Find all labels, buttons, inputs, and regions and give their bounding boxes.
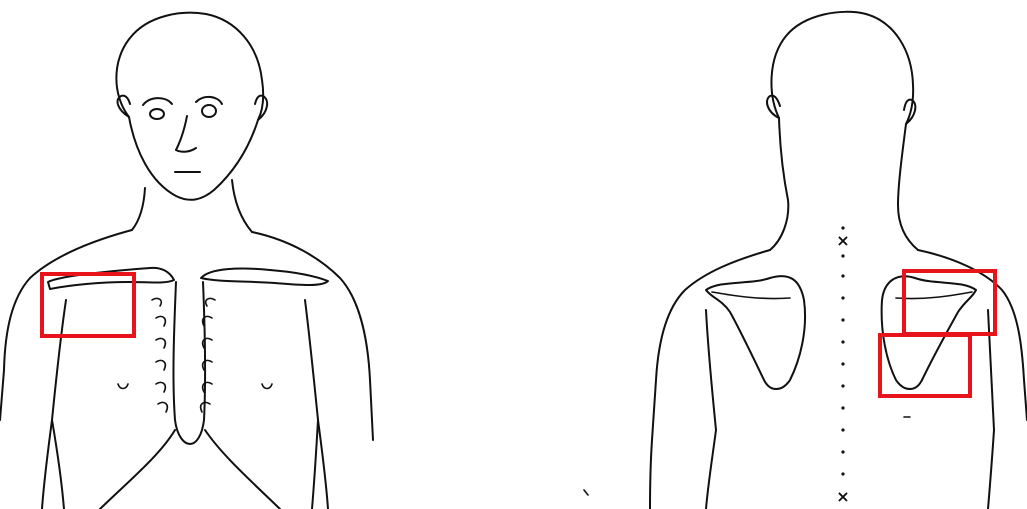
back-left-arm-inner	[706, 310, 716, 430]
front-neck-left	[132, 188, 145, 230]
spine-marker-upper: ×	[836, 231, 849, 250]
back-left-scapula-spine	[712, 292, 790, 299]
highlight-back-upper-scapula	[904, 271, 995, 334]
back-neck-left	[770, 118, 788, 250]
front-jaw	[129, 117, 258, 200]
front-sternum	[173, 282, 205, 444]
front-head-outline	[116, 13, 263, 120]
front-neck-right	[232, 180, 252, 232]
spine-marker-lower: ×	[836, 487, 849, 506]
back-torso-left	[706, 430, 716, 509]
front-ribs-right	[152, 298, 167, 412]
front-ribs-left	[201, 298, 215, 412]
back-head-outline	[771, 12, 913, 124]
back-view-figure: × ×	[584, 12, 1027, 509]
back-smudge	[584, 490, 588, 495]
front-costal-margin-left	[205, 430, 280, 509]
front-right-arm-inner	[305, 300, 328, 509]
front-left-arm-inner	[42, 300, 66, 509]
front-right-shoulder	[252, 232, 373, 440]
front-costal-margin-right	[100, 430, 175, 509]
front-view-figure	[0, 13, 373, 509]
front-right-clavicle	[48, 268, 174, 289]
front-right-nipple	[118, 384, 128, 389]
back-spine-dots	[841, 226, 844, 475]
front-torso-left	[52, 420, 64, 509]
front-left-nipple	[262, 384, 272, 389]
front-left-shoulder	[0, 230, 132, 420]
front-torso-right	[312, 420, 318, 509]
back-neck-right	[898, 124, 918, 250]
back-torso-right	[988, 430, 994, 509]
front-eyes	[143, 97, 222, 119]
highlight-boxes	[42, 271, 995, 396]
highlight-back-lower-scapula	[880, 335, 970, 396]
back-right-scapula-spine	[896, 292, 972, 299]
front-nose	[176, 116, 196, 152]
front-left-clavicle	[201, 269, 328, 285]
